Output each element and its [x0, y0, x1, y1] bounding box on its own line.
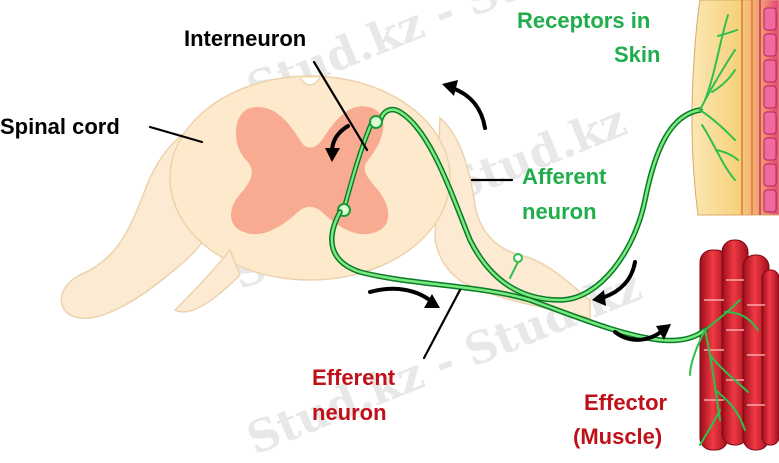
label-interneuron: Interneuron [184, 26, 307, 51]
grey-matter [231, 106, 389, 235]
label-afferent-line1: Afferent [522, 164, 607, 189]
leader-lines [148, 60, 514, 360]
interneuron-path [337, 115, 383, 217]
arrow-curved-icon [613, 324, 671, 342]
arrow-curved-icon [368, 286, 440, 308]
label-efferent-line2: neuron [312, 400, 387, 425]
ventral-root-left [173, 248, 241, 313]
label-spinal-cord: Spinal cord [0, 114, 120, 139]
label-effector-line2: (Muscle) [573, 424, 663, 449]
neuron-paths [329, 14, 759, 446]
arrow-curved-icon [592, 260, 637, 306]
spinal-cord-notch [299, 77, 321, 86]
label-receptors-line2: Skin [614, 42, 661, 67]
direction-arrows [325, 80, 671, 342]
arrow-curved-icon [442, 80, 487, 130]
spinal-cord [60, 75, 591, 319]
label-efferent-line1: Efferent [312, 365, 396, 390]
label-effector-line1: Effector [584, 390, 668, 415]
efferent-neuron [329, 209, 759, 446]
label-afferent-line2: neuron [522, 199, 597, 224]
skin [691, 0, 779, 216]
label-receptors-line1: Receptors in [517, 8, 651, 33]
label-leader-line [312, 60, 369, 152]
muscle [699, 239, 779, 451]
label-leader-line [148, 125, 204, 144]
label-leader-line [422, 288, 462, 360]
skin-cells [763, 7, 777, 213]
arrow-curved-icon [325, 124, 350, 162]
afferent-neuron [377, 14, 739, 303]
